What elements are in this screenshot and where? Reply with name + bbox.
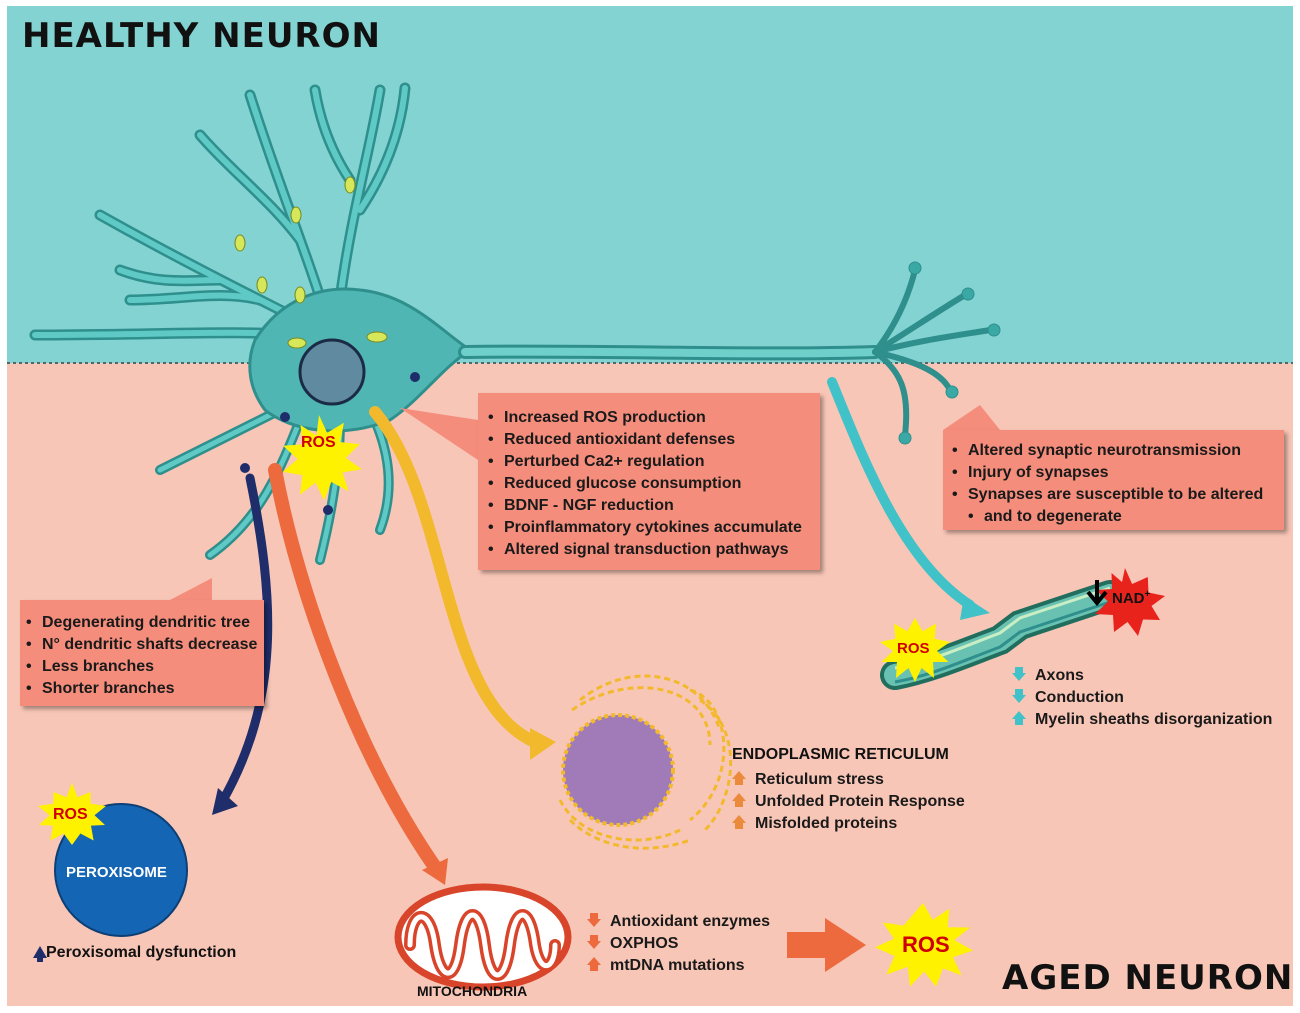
list-item: Injury of synapses (952, 462, 1284, 484)
down-arrow-icon (587, 935, 601, 949)
arrow-head (422, 858, 448, 885)
list-item: Unfolded Protein Response (732, 791, 965, 813)
healthy-title: HEALTHY NEURON (22, 16, 381, 56)
list-item: N° dendritic shafts decrease (26, 634, 264, 656)
peroxisome-label: PEROXISOME (66, 864, 167, 881)
up-arrow-icon (587, 957, 601, 971)
endoplasmic-reticulum (558, 674, 733, 850)
list-item: Antioxidant enzymes (587, 911, 770, 933)
arrow-to-mitochondria (268, 463, 444, 877)
ros-label: ROS (301, 434, 336, 451)
list-item: and to degenerate (952, 506, 1284, 528)
up-arrow-icon (732, 815, 746, 829)
er-changes-list: Reticulum stress Unfolded Protein Respon… (732, 769, 965, 835)
arrow-head (530, 728, 556, 760)
mitochondria-organelle (394, 883, 572, 991)
up-arrow-icon (1012, 711, 1026, 725)
nad-label: NAD+ (1112, 589, 1151, 607)
list-item: Altered synaptic neurotransmission (952, 440, 1284, 462)
list-item: mtDNA mutations (587, 955, 770, 977)
arrow-head (212, 788, 238, 815)
synapse-changes-list: Altered synaptic neurotransmission Injur… (943, 430, 1284, 528)
up-arrow-icon (732, 793, 746, 807)
vesicle (240, 463, 250, 473)
list-item: Altered signal transduction pathways (488, 539, 820, 561)
neuron-axon (458, 261, 1001, 445)
ros-star (38, 783, 106, 845)
list-item: Perturbed Ca2+ regulation (488, 451, 820, 473)
ros-star (282, 415, 362, 501)
down-arrow-icon (1012, 667, 1026, 681)
dendrite-box-pointer (170, 578, 212, 600)
dendrite-changes-list: Degenerating dendritic tree N° dendritic… (20, 600, 264, 700)
arrow-head (960, 596, 990, 620)
ros-label: ROS (902, 932, 950, 957)
soma-mitochondria (234, 176, 388, 349)
vesicle (323, 505, 333, 515)
list-item: Axons (1012, 665, 1272, 687)
arrow-to-axon (827, 377, 975, 610)
er-nucleus (561, 713, 675, 827)
arrow-to-peroxisome (217, 473, 273, 807)
er-title: ENDOPLASMIC RETICULUM (732, 746, 949, 763)
list-item: Myelin sheaths disorganization (1012, 709, 1272, 731)
nad-star (1095, 568, 1165, 636)
soma-changes-box: Increased ROS production Reduced antioxi… (478, 393, 820, 570)
soma-box-pointer (400, 408, 478, 460)
ros-label: ROS (53, 806, 88, 823)
mitochondria-label: MITOCHONDRIA (417, 983, 528, 999)
list-item: Degenerating dendritic tree (26, 612, 264, 634)
vesicle (410, 372, 420, 382)
aged-title: AGED NEURON (1002, 958, 1294, 998)
up-arrow-icon (732, 771, 746, 785)
list-item: Conduction (1012, 687, 1272, 709)
list-item: Reticulum stress (732, 769, 965, 791)
peroxisome-change: Peroxisomal dysfunction (46, 944, 237, 961)
down-arrow-icon (587, 913, 601, 927)
down-arrow-icon (1086, 580, 1108, 607)
ros-output-arrow (787, 918, 866, 972)
list-item: BDNF - NGF reduction (488, 495, 820, 517)
ros-star (880, 618, 950, 682)
list-item: Reduced glucose consumption (488, 473, 820, 495)
down-arrow-icon (1012, 689, 1026, 703)
up-arrow-icon (33, 946, 47, 962)
list-item: Synapses are susceptible to be altered (952, 484, 1284, 506)
vesicle (280, 412, 290, 422)
dendrite-changes-box: Degenerating dendritic tree N° dendritic… (20, 600, 264, 706)
list-item: Proinflammatory cytokines accumulate (488, 517, 820, 539)
list-item: Increased ROS production (488, 407, 820, 429)
ros-label: ROS (897, 640, 930, 657)
mitochondria-changes-list: Antioxidant enzymes OXPHOS mtDNA mutatio… (587, 911, 770, 977)
synapse-changes-box: Altered synaptic neurotransmission Injur… (943, 430, 1284, 530)
list-item: OXPHOS (587, 933, 770, 955)
soma-changes-list: Increased ROS production Reduced antioxi… (478, 393, 820, 561)
nucleus (298, 338, 366, 406)
synapse-box-pointer (943, 405, 1000, 430)
list-item: Shorter branches (26, 678, 264, 700)
list-item: Reduced antioxidant defenses (488, 429, 820, 451)
axon-changes-list: Axons Conduction Myelin sheaths disorgan… (1012, 665, 1272, 731)
ros-star (875, 903, 973, 987)
list-item: Less branches (26, 656, 264, 678)
healthy-region (7, 6, 1293, 363)
list-item: Misfolded proteins (732, 813, 965, 835)
arrow-to-er (369, 406, 541, 748)
